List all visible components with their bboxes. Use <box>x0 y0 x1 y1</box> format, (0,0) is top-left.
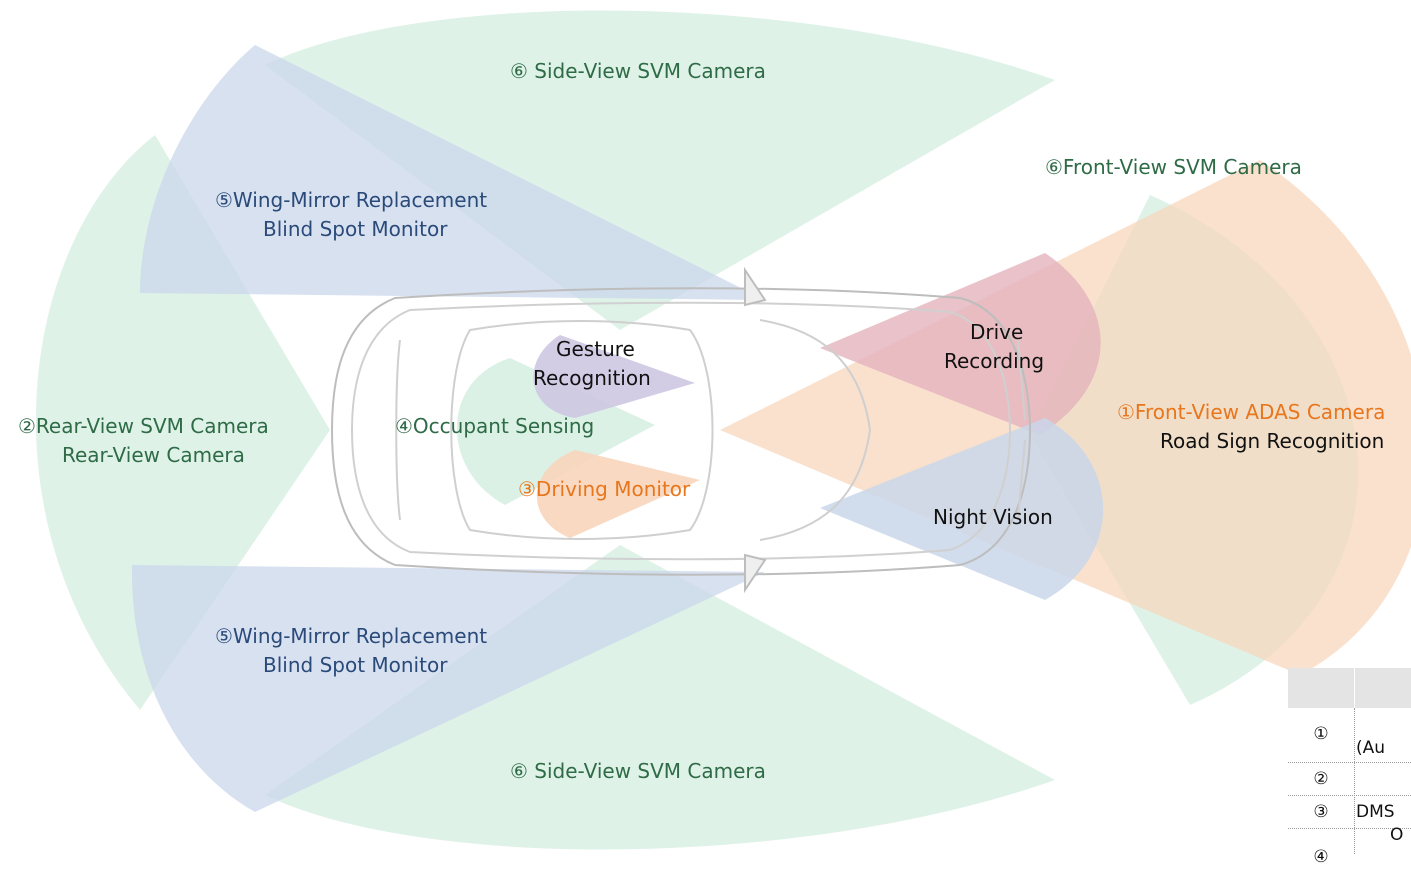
wing-mirror-top-zone <box>140 45 765 300</box>
wing-mirror-bottom-label-1: ⑤Wing-Mirror Replacement <box>215 624 488 648</box>
wing-mirror-bottom-zone <box>131 565 765 812</box>
row-number: ② <box>1313 769 1329 789</box>
front-view-svm-label: ⑥Front-View SVM Camera <box>1045 155 1302 179</box>
gesture-label-2: Recognition <box>533 366 651 390</box>
side-view-top-zone <box>265 10 1055 331</box>
gesture-label-1: Gesture <box>556 337 635 361</box>
wing-mirror-bottom-label-2: Blind Spot Monitor <box>263 653 448 677</box>
table-row: ③ DMS <box>1288 796 1411 829</box>
row-value: O <box>1390 825 1404 845</box>
table-row: ② <box>1288 763 1411 796</box>
night-vision-label: Night Vision <box>933 505 1053 529</box>
rear-view-label-1: ②Rear-View SVM Camera <box>18 414 269 438</box>
side-view-bottom-zone <box>265 545 1055 850</box>
row-number: ③ <box>1313 802 1329 822</box>
drive-recording-zone <box>820 253 1101 435</box>
side-view-bottom-label: ⑥ Side-View SVM Camera <box>510 759 766 783</box>
wing-mirror-top-label-1: ⑤Wing-Mirror Replacement <box>215 188 488 212</box>
wing-mirror-top-label-2: Blind Spot Monitor <box>263 217 448 241</box>
side-view-top-label: ⑥ Side-View SVM Camera <box>510 59 766 83</box>
driving-monitor-zone <box>536 450 700 538</box>
table-column-divider <box>1354 708 1355 854</box>
row-value: DMS <box>1356 802 1395 822</box>
table-header <box>1288 668 1411 709</box>
driving-monitor-label: ③Driving Monitor <box>518 477 691 501</box>
occupant-sensing-label: ④Occupant Sensing <box>395 414 595 438</box>
drive-recording-label-1: Drive <box>970 320 1024 344</box>
front-adas-zone <box>720 160 1411 675</box>
night-vision-zone <box>820 418 1104 600</box>
table-header-divider <box>1354 668 1355 708</box>
gesture-recognition-zone <box>533 335 695 418</box>
road-sign-label: Road Sign Recognition <box>1160 429 1385 453</box>
table-row: ① (Au <box>1288 708 1411 763</box>
rear-view-label-2: Rear-View Camera <box>62 443 245 467</box>
front-adas-label: ①Front-View ADAS Camera <box>1117 400 1386 424</box>
table-row: ④ O <box>1288 825 1411 869</box>
occupant-sensing-zone <box>456 358 655 505</box>
row-value: (Au <box>1356 738 1386 758</box>
drive-recording-label-2: Recording <box>944 349 1045 373</box>
car-outline <box>330 266 1032 594</box>
row-number: ④ <box>1313 847 1329 867</box>
row-number: ① <box>1313 724 1329 744</box>
camera-table: ① (Au ② ③ DMS ④ O <box>1288 668 1411 867</box>
rear-view-zone <box>35 135 330 710</box>
